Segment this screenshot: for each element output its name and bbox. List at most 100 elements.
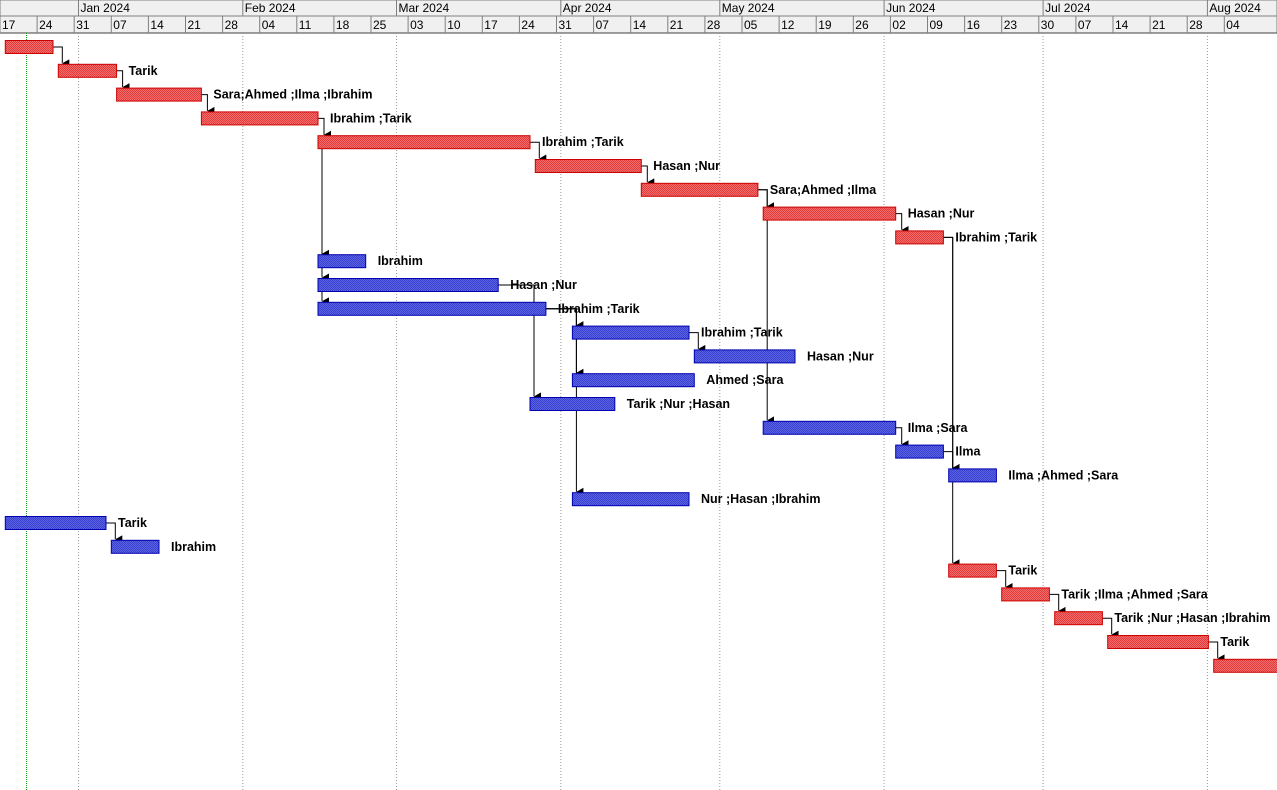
task-bar[interactable] xyxy=(317,301,547,316)
task-bars xyxy=(4,40,1277,673)
critical-task-bar[interactable] xyxy=(640,182,759,197)
week-label: 16 xyxy=(967,18,981,32)
dependency-link xyxy=(757,189,775,425)
month-label: Feb 2024 xyxy=(245,1,296,15)
week-label: 28 xyxy=(1189,18,1203,32)
dependency-link xyxy=(530,141,547,163)
week-label: 31 xyxy=(76,18,90,32)
critical-task-bar[interactable] xyxy=(57,63,118,78)
task-bar[interactable] xyxy=(317,278,499,292)
week-label: 17 xyxy=(484,18,498,32)
task-bar[interactable] xyxy=(762,420,897,435)
week-label: 05 xyxy=(744,18,758,32)
resource-label: Hasan ;Nur xyxy=(510,278,577,292)
week-label: 12 xyxy=(781,18,795,32)
week-label: 28 xyxy=(225,18,239,32)
dependency-link xyxy=(545,308,584,496)
week-label: 07 xyxy=(596,18,610,32)
month-label: Mar 2024 xyxy=(399,1,450,15)
resource-label: Tarik ;Nur ;Hasan xyxy=(627,397,730,411)
critical-task-bar[interactable] xyxy=(4,40,54,54)
dependency-link xyxy=(943,451,960,472)
task-bar[interactable] xyxy=(693,349,796,364)
resource-label: Tarik xyxy=(118,516,147,530)
week-label: 21 xyxy=(1152,18,1166,32)
critical-task-bar[interactable] xyxy=(895,230,944,245)
dependency-links xyxy=(53,46,1225,663)
resource-label: Ibrahim ;Tarik xyxy=(701,326,783,340)
task-bar[interactable] xyxy=(571,373,695,388)
dependency-link xyxy=(201,94,215,115)
critical-task-bar[interactable] xyxy=(948,563,997,578)
week-label: 04 xyxy=(1226,18,1240,32)
resource-label: Hasan ;Nur xyxy=(653,159,720,173)
critical-task-bar[interactable] xyxy=(1054,611,1103,626)
resource-label: Ilma ;Sara xyxy=(908,421,969,435)
critical-task-bar[interactable] xyxy=(762,206,897,221)
task-bar[interactable] xyxy=(571,325,690,340)
resource-label: Tarik ;Nur ;Hasan ;Ibrahim xyxy=(1114,611,1270,625)
week-label: 14 xyxy=(150,18,164,32)
week-label: 14 xyxy=(1115,18,1129,32)
critical-task-bar[interactable] xyxy=(1213,658,1277,673)
resource-label: Sara;Ahmed ;Ilma ;Ibrahim xyxy=(213,88,372,102)
week-label: 21 xyxy=(670,18,684,32)
week-label: 04 xyxy=(262,18,276,32)
week-label: 18 xyxy=(336,18,350,32)
week-label: 31 xyxy=(559,18,573,32)
resource-label: Tarik xyxy=(1008,564,1037,578)
resource-label: Hasan ;Nur xyxy=(807,349,874,363)
dependency-link xyxy=(1049,593,1066,615)
critical-task-bar[interactable] xyxy=(200,111,319,126)
dependency-link xyxy=(116,70,130,92)
resource-label: Tarik xyxy=(129,64,158,78)
resource-label: Ilma xyxy=(955,445,981,459)
task-bar[interactable] xyxy=(110,539,160,554)
dependency-link xyxy=(996,570,1013,591)
week-label: 09 xyxy=(930,18,944,32)
task-bar[interactable] xyxy=(317,254,367,269)
month-label: May 2024 xyxy=(722,1,775,15)
dependency-link xyxy=(641,165,655,187)
resource-label: Nur ;Hasan ;Ibrahim xyxy=(701,492,820,506)
dependency-link xyxy=(1208,641,1225,663)
resource-label: Ibrahim xyxy=(171,540,216,554)
week-label: 23 xyxy=(1004,18,1018,32)
critical-task-bar[interactable] xyxy=(116,87,202,102)
week-label: 14 xyxy=(633,18,647,32)
critical-task-bar[interactable] xyxy=(1001,587,1050,602)
task-bar[interactable] xyxy=(948,468,997,483)
week-label: 24 xyxy=(521,18,535,32)
resource-label: Ibrahim ;Tarik xyxy=(955,230,1037,244)
dependency-link xyxy=(757,189,775,211)
task-bar[interactable] xyxy=(4,516,107,530)
week-label: 11 xyxy=(299,18,312,32)
resource-label: Ilma ;Ahmed ;Sara xyxy=(1008,468,1119,482)
week-label: 21 xyxy=(188,18,202,32)
month-label: Jul 2024 xyxy=(1045,1,1091,15)
dependency-link xyxy=(1102,617,1119,639)
resource-label: Ibrahim xyxy=(378,254,423,268)
month-label: Jun 2024 xyxy=(886,1,936,15)
resource-label: Tarik xyxy=(1220,635,1249,649)
critical-task-bar[interactable] xyxy=(1107,635,1209,649)
critical-task-bar[interactable] xyxy=(534,159,642,173)
week-label: 30 xyxy=(1041,18,1055,32)
dependency-link xyxy=(53,46,70,68)
task-bar[interactable] xyxy=(895,444,944,459)
critical-task-bar[interactable] xyxy=(317,135,531,150)
resource-label: Ibrahim ;Tarik xyxy=(542,135,624,149)
task-bar[interactable] xyxy=(529,397,616,411)
dependency-link xyxy=(943,236,960,568)
month-label: Aug 2024 xyxy=(1209,1,1261,15)
task-bar[interactable] xyxy=(571,492,690,507)
week-label: 07 xyxy=(113,18,127,32)
week-label: 26 xyxy=(855,18,869,32)
resource-label: Ibrahim ;Tarik xyxy=(558,302,640,316)
resource-label: Tarik ;Ilma ;Ahmed ;Sara xyxy=(1061,587,1208,601)
resource-label: Ibrahim ;Tarik xyxy=(330,111,412,125)
month-label: Jan 2024 xyxy=(81,1,131,15)
